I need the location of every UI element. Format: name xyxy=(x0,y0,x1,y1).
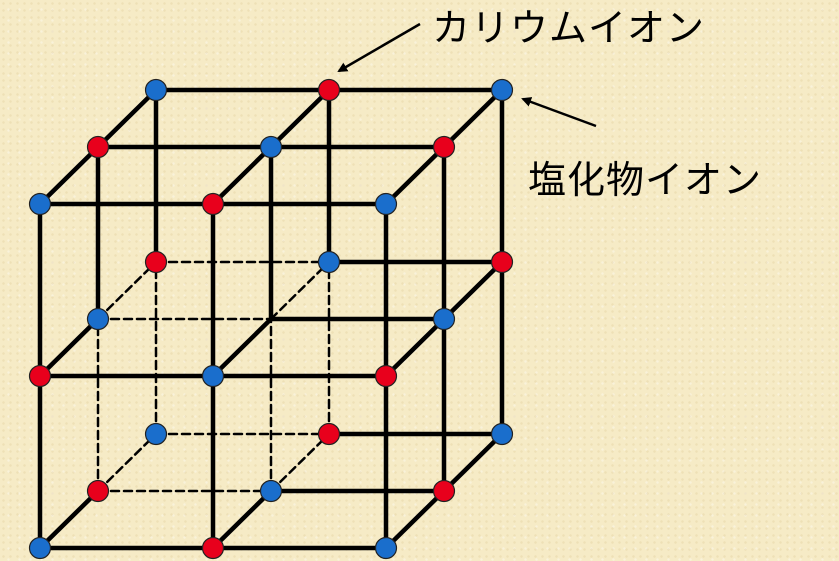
lattice-edge xyxy=(441,87,505,150)
lattice-edge xyxy=(383,488,447,551)
chloride-ion-dot xyxy=(490,78,514,102)
potassium-ion-dot xyxy=(432,135,456,159)
lattice-edge xyxy=(210,316,274,379)
potassium-ion-dot xyxy=(201,536,225,560)
chloride-ion-label: 塩化物イオン xyxy=(528,158,763,202)
chloride-ion-dot xyxy=(86,307,110,331)
lattice-edge-hidden xyxy=(96,432,158,493)
potassium-ion-dot xyxy=(317,78,341,102)
lattice-edge xyxy=(95,87,159,150)
lattice-edge xyxy=(383,316,447,379)
chloride-ion-dot xyxy=(28,192,52,216)
chloride-ion-dot xyxy=(490,422,514,446)
lattice-edge xyxy=(441,259,505,322)
chloride-ion-dot xyxy=(374,192,398,216)
potassium-ion-dot xyxy=(432,479,456,503)
potassium-ion-dot xyxy=(28,364,52,388)
chloride-pointer-arrow xyxy=(521,97,597,128)
lattice-edge-hidden xyxy=(269,432,331,493)
lattice-edge xyxy=(268,87,332,150)
lattice-edge xyxy=(383,144,447,207)
chloride-ion-dot xyxy=(201,364,225,388)
lattice-edge-hidden xyxy=(269,260,331,321)
potassium-ion-dot xyxy=(490,250,514,274)
lattice-edge-hidden xyxy=(96,260,158,321)
chloride-ion-dot xyxy=(432,307,456,331)
lattice-edge xyxy=(37,488,101,551)
lattice-edge xyxy=(441,431,505,494)
chloride-ion-dot xyxy=(144,78,168,102)
lattice-edge xyxy=(37,316,101,379)
lattice-edge xyxy=(37,144,101,207)
chloride-ion-dot xyxy=(28,536,52,560)
chloride-ion-dot xyxy=(259,479,283,503)
chloride-ion-dot xyxy=(259,135,283,159)
chloride-ion-dot xyxy=(374,536,398,560)
lattice-edge xyxy=(210,144,274,207)
potassium-ion-label: カリウムイオン xyxy=(432,6,706,50)
chloride-ion-dot xyxy=(144,422,168,446)
potassium-ion-dot xyxy=(144,250,168,274)
lattice-edge xyxy=(210,488,274,551)
potassium-ion-dot xyxy=(374,364,398,388)
chloride-ion-dot xyxy=(317,250,341,274)
potassium-ion-dot xyxy=(86,135,110,159)
potassium-pointer-arrow xyxy=(337,22,421,73)
potassium-ion-dot xyxy=(201,192,225,216)
potassium-ion-dot xyxy=(317,422,341,446)
potassium-ion-dot xyxy=(86,479,110,503)
